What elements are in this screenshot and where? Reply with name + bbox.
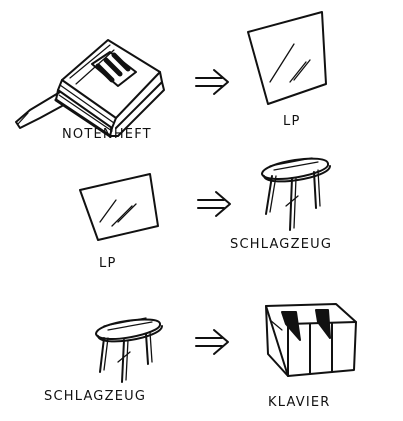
notebook-icon (15, 39, 165, 138)
double-arrow-icon (197, 191, 231, 217)
record-sleeve-icon (247, 11, 327, 105)
double-arrow-icon (195, 69, 229, 95)
label-notenheft: NOTENHEFT (62, 127, 152, 142)
double-arrow-icon (195, 329, 229, 355)
label-schlagzeug-bottom: SCHLAGZEUG (44, 389, 147, 404)
label-lp-middle: LP (99, 256, 117, 271)
piano-keys-icon (265, 303, 357, 377)
label-lp-top: LP (283, 114, 301, 129)
label-schlagzeug-middle: SCHLAGZEUG (230, 237, 333, 252)
drum-stool-icon (261, 157, 331, 231)
drum-stool-icon (95, 317, 163, 383)
record-sleeve-icon (79, 173, 159, 241)
label-klavier: KLAVIER (268, 395, 331, 410)
